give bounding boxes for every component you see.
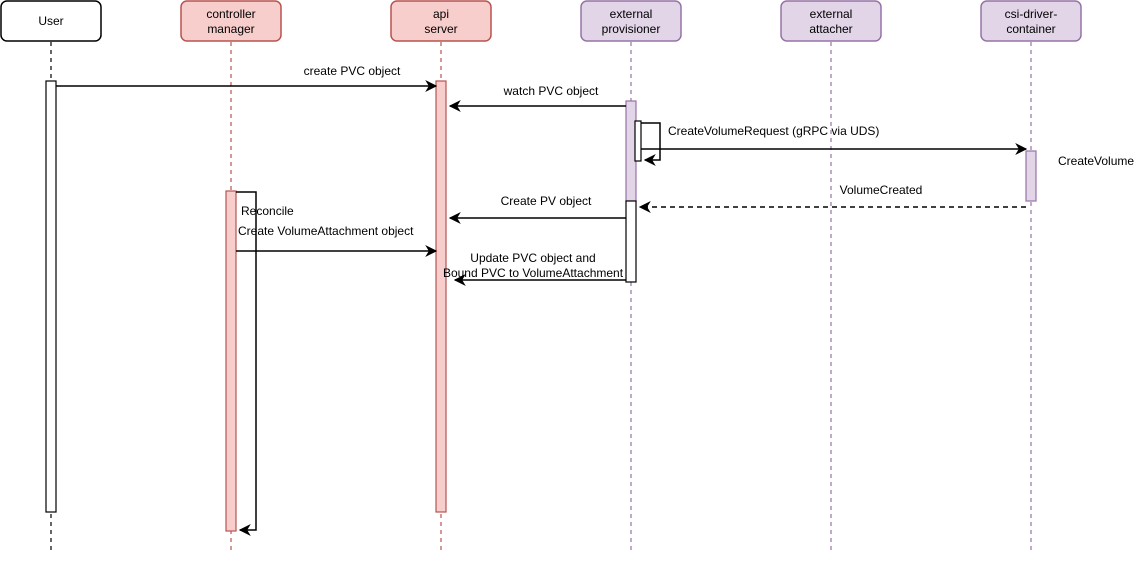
provisioner-activation-2 xyxy=(625,200,637,283)
participant-csi-label-1: csi-driver- xyxy=(1005,7,1058,21)
participant-provisioner-label-1: external xyxy=(610,7,653,21)
participant-controller-manager: controller manager xyxy=(180,0,282,42)
create-va-label: Create VolumeAttachment object xyxy=(238,224,414,238)
create-volume-request-label: CreateVolumeRequest (gRPC via UDS) xyxy=(668,124,879,138)
update-pvc-label-2: Bound PVC to VolumeAttachment xyxy=(443,266,624,280)
participant-api-label-1: api xyxy=(433,7,449,21)
participant-csi-label-2: container xyxy=(1006,22,1055,36)
create-pvc-label: create PVC object xyxy=(304,64,401,78)
participant-csi-driver-container: csi-driver- container xyxy=(980,0,1082,42)
reconcile-label: Reconcile xyxy=(241,204,294,218)
participant-api-server: api server xyxy=(390,0,492,42)
participant-controller-label-2: manager xyxy=(207,22,254,36)
controller-activation xyxy=(225,190,237,532)
create-volume-label: CreateVolume xyxy=(1058,154,1134,168)
participant-attacher-label-2: attacher xyxy=(809,22,852,36)
participant-user: User xyxy=(0,0,102,42)
participant-external-provisioner: external provisioner xyxy=(580,0,682,42)
reconcile-self-arrow xyxy=(236,191,257,536)
volume-created-label: VolumeCreated xyxy=(840,183,923,197)
csi-activation xyxy=(1025,150,1037,202)
participant-controller-label-1: controller xyxy=(206,7,255,21)
update-pvc-label-1: Update PVC object and xyxy=(470,251,595,265)
watch-pvc-label: watch PVC object xyxy=(503,84,599,98)
participant-user-label: User xyxy=(38,14,63,28)
create-pv-label: Create PV object xyxy=(501,194,592,208)
participant-provisioner-label-2: provisioner xyxy=(602,22,661,36)
participant-api-label-2: server xyxy=(424,22,457,36)
provisioner-self-activation xyxy=(634,120,642,162)
participant-attacher-label-1: external xyxy=(810,7,853,21)
participant-external-attacher: external attacher xyxy=(780,0,882,42)
create-volume-request-self-arrow xyxy=(641,122,661,166)
user-activation xyxy=(45,80,57,513)
api-activation xyxy=(435,80,447,513)
